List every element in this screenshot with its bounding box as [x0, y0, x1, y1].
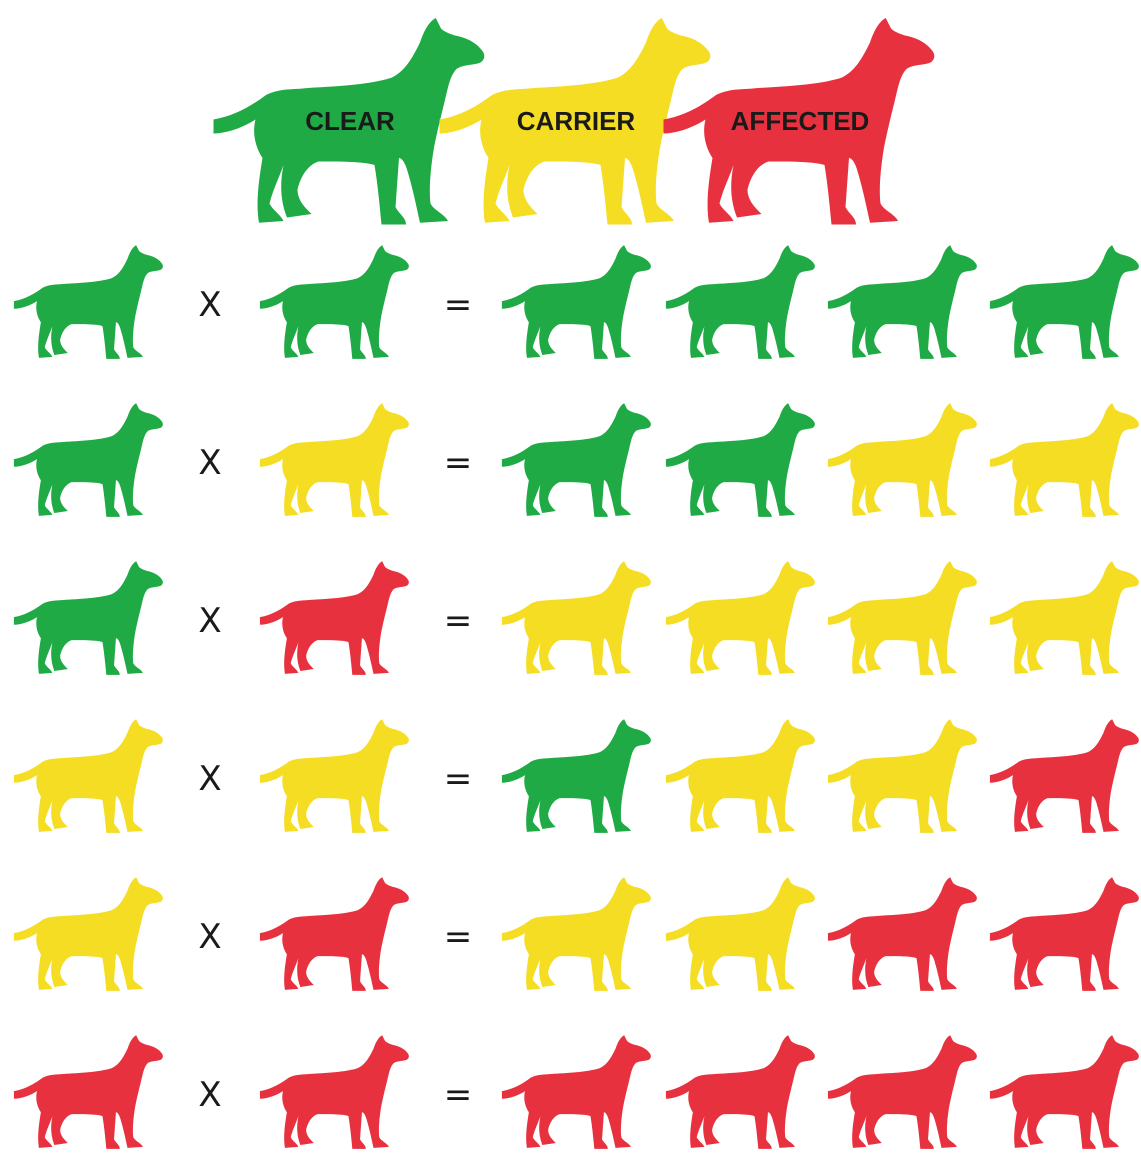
offspring-dog-carrier-shape: [502, 561, 651, 675]
offspring-dog-affected-shape: [990, 719, 1139, 833]
equals-symbol: =: [444, 446, 473, 480]
equals-symbol: =: [444, 288, 473, 322]
offspring-dog-affected: [988, 1035, 1141, 1151]
offspring-dog-clear-shape: [666, 245, 815, 359]
offspring-dog-affected-shape: [990, 1035, 1139, 1149]
equals-symbol: =: [444, 604, 473, 638]
parent-dog-clear: [12, 245, 166, 361]
parent-dog-carrier-shape: [260, 719, 409, 833]
parent-dog-carrier-shape: [260, 403, 409, 517]
offspring-dog-carrier-shape: [666, 719, 815, 833]
offspring-dog-carrier: [500, 877, 654, 993]
cross-symbol: X: [198, 446, 221, 480]
offspring-dog-clear: [500, 245, 654, 361]
offspring-dog-carrier: [664, 877, 818, 993]
legend-label-clear: CLEAR: [250, 106, 450, 137]
offspring-dog-carrier: [988, 561, 1141, 677]
parent-dog-affected-shape: [260, 561, 409, 675]
parent-dog-affected-shape: [14, 1035, 163, 1149]
parent-dog-carrier: [12, 719, 166, 835]
offspring-dog-carrier-shape: [828, 719, 977, 833]
offspring-dog-carrier-shape: [666, 561, 815, 675]
offspring-dog-clear-shape: [502, 719, 651, 833]
parent-dog-clear: [258, 245, 412, 361]
parent-dog-carrier-shape: [14, 719, 163, 833]
offspring-dog-carrier: [826, 561, 980, 677]
offspring-dog-clear: [826, 245, 980, 361]
offspring-dog-carrier-shape: [828, 561, 977, 675]
cross-symbol: X: [198, 920, 221, 954]
parent-dog-clear-shape: [260, 245, 409, 359]
offspring-dog-clear: [500, 719, 654, 835]
offspring-dog-carrier: [826, 719, 980, 835]
parent-dog-carrier: [258, 719, 412, 835]
offspring-dog-carrier: [500, 561, 654, 677]
offspring-dog-carrier-shape: [990, 403, 1139, 517]
offspring-dog-affected-shape: [828, 877, 977, 991]
parent-dog-clear: [12, 403, 166, 519]
equals-symbol: =: [444, 920, 473, 954]
parent-dog-affected-shape: [260, 877, 409, 991]
cross-symbol: X: [198, 762, 221, 796]
parent-dog-affected: [12, 1035, 166, 1151]
offspring-dog-carrier-shape: [666, 877, 815, 991]
offspring-dog-clear-shape: [990, 245, 1139, 359]
parent-dog-affected: [258, 561, 412, 677]
offspring-dog-affected: [500, 1035, 654, 1151]
offspring-dog-carrier-shape: [990, 561, 1139, 675]
offspring-dog-clear: [664, 245, 818, 361]
equals-symbol: =: [444, 1078, 473, 1112]
offspring-dog-clear-shape: [502, 245, 651, 359]
offspring-dog-clear-shape: [666, 403, 815, 517]
parent-dog-clear-shape: [14, 561, 163, 675]
offspring-dog-clear: [500, 403, 654, 519]
legend-label-carrier: CARRIER: [476, 106, 676, 137]
cross-symbol: X: [198, 288, 221, 322]
offspring-dog-carrier: [988, 403, 1141, 519]
parent-dog-clear-shape: [14, 245, 163, 359]
parent-dog-affected-shape: [260, 1035, 409, 1149]
offspring-dog-carrier: [664, 719, 818, 835]
parent-dog-affected: [258, 1035, 412, 1151]
offspring-dog-affected-shape: [666, 1035, 815, 1149]
offspring-dog-affected: [988, 719, 1141, 835]
equals-symbol: =: [444, 762, 473, 796]
parent-dog-carrier: [12, 877, 166, 993]
offspring-dog-affected: [664, 1035, 818, 1151]
parent-dog-affected: [258, 877, 412, 993]
legend-label-affected: AFFECTED: [700, 106, 900, 137]
parent-dog-clear: [12, 561, 166, 677]
offspring-dog-affected: [826, 1035, 980, 1151]
offspring-dog-clear: [664, 403, 818, 519]
parent-dog-carrier-shape: [14, 877, 163, 991]
offspring-dog-clear: [988, 245, 1141, 361]
offspring-dog-carrier-shape: [502, 877, 651, 991]
offspring-dog-affected-shape: [828, 1035, 977, 1149]
offspring-dog-affected: [826, 877, 980, 993]
cross-symbol: X: [198, 1078, 221, 1112]
offspring-dog-carrier-shape: [828, 403, 977, 517]
cross-symbol: X: [198, 604, 221, 638]
offspring-dog-clear-shape: [502, 403, 651, 517]
parent-dog-clear-shape: [14, 403, 163, 517]
offspring-dog-carrier: [826, 403, 980, 519]
offspring-dog-carrier: [664, 561, 818, 677]
offspring-dog-affected-shape: [990, 877, 1139, 991]
offspring-dog-clear-shape: [828, 245, 977, 359]
offspring-dog-affected: [988, 877, 1141, 993]
parent-dog-carrier: [258, 403, 412, 519]
offspring-dog-affected-shape: [502, 1035, 651, 1149]
